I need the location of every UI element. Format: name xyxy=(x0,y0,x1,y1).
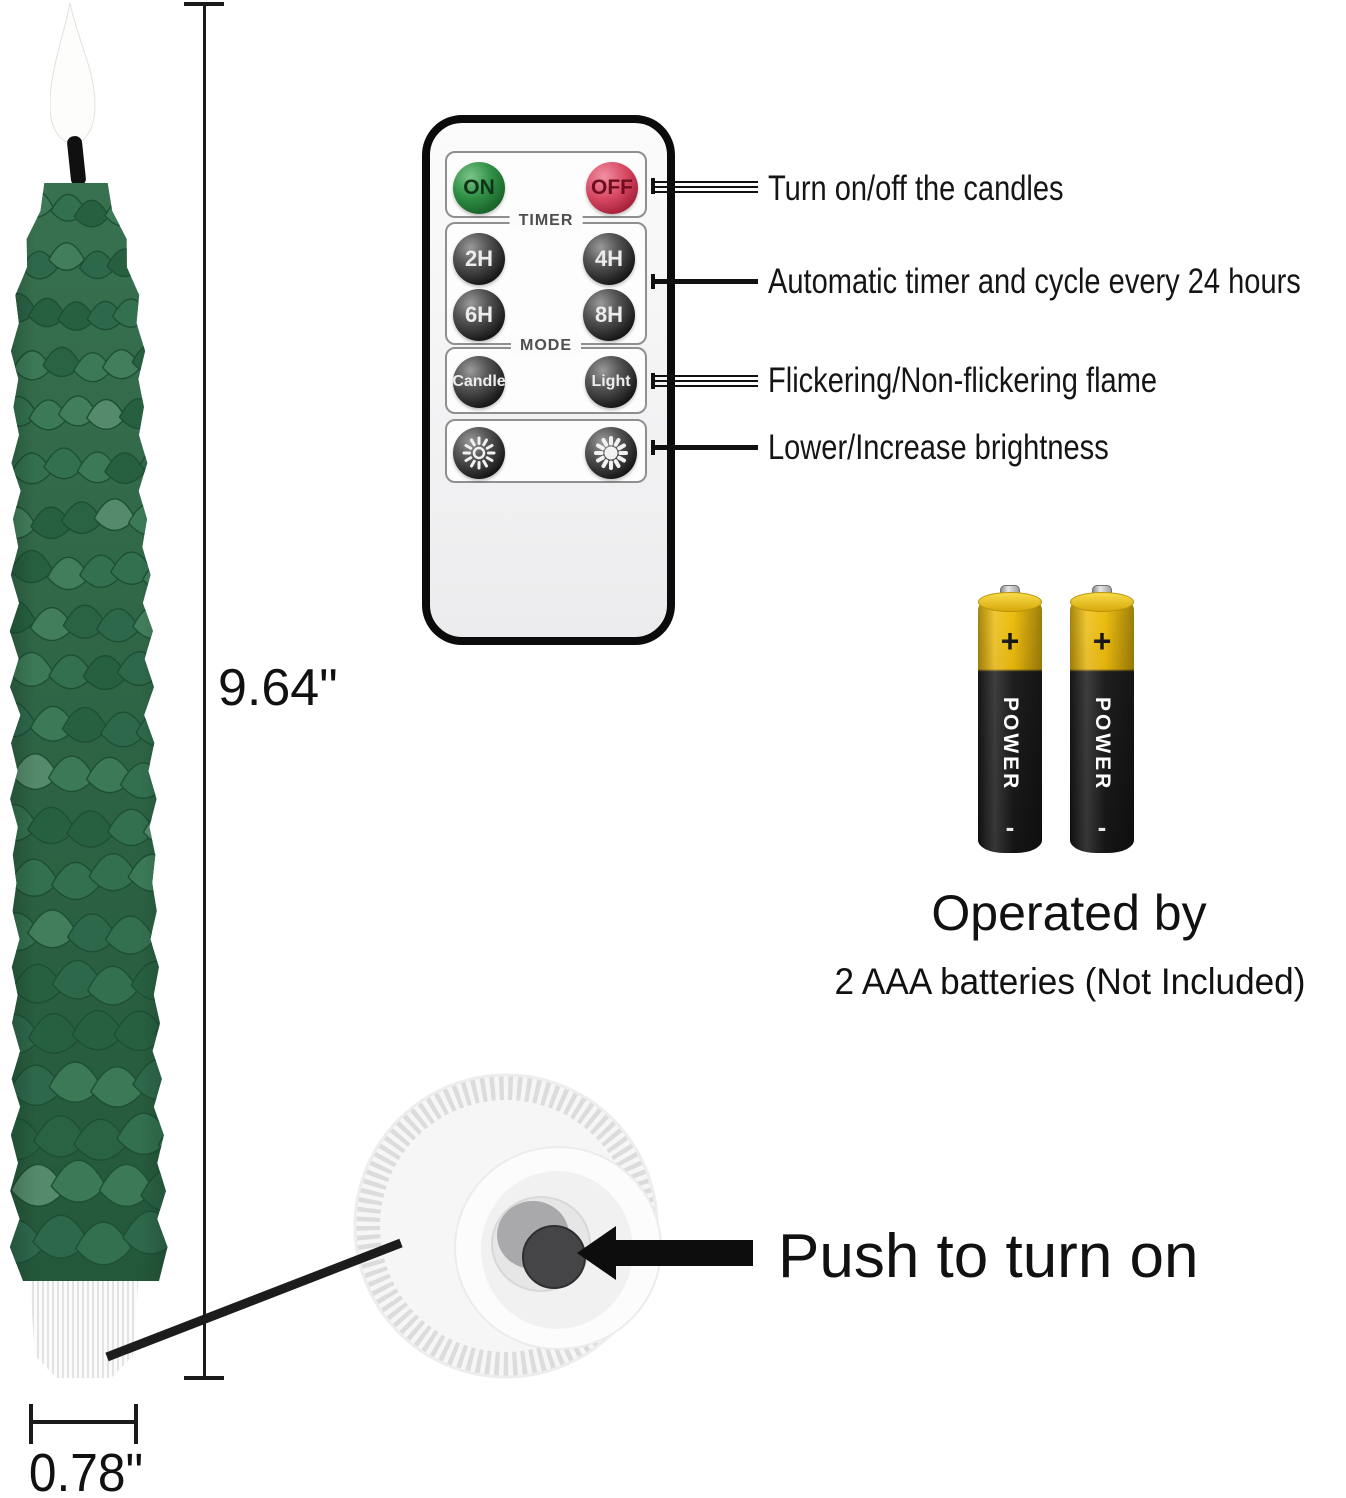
battery-top-face xyxy=(978,592,1042,612)
height-label: 9.64" xyxy=(218,659,338,717)
width-dimension-line xyxy=(29,1420,138,1424)
battery-body: + POWER - xyxy=(1070,601,1134,853)
height-dimension-line xyxy=(203,4,206,1378)
callout-text-power: Turn on/off the candles xyxy=(768,169,1064,208)
remote-2h-button: 2H xyxy=(453,233,505,285)
callout-line-2 xyxy=(654,279,758,284)
height-dimension-cap-bottom xyxy=(184,1376,224,1380)
callout-line-4 xyxy=(654,445,758,450)
callout-tick-4 xyxy=(651,440,655,455)
battery-top-face xyxy=(1070,592,1134,612)
battery-brand-label: POWER xyxy=(1091,697,1114,792)
battery-minus-sign: - xyxy=(1097,812,1107,842)
candle-base-bottom-view xyxy=(353,1073,662,1379)
callout-tick-2 xyxy=(651,274,655,289)
width-label: 0.78" xyxy=(28,1443,144,1498)
remote-brighten-button xyxy=(585,427,637,479)
remote-brightness-group xyxy=(445,419,647,483)
callout-line-3 xyxy=(654,375,758,387)
callout-text-brightness: Lower/Increase brightness xyxy=(768,428,1109,467)
battery-body: + POWER - xyxy=(978,601,1042,853)
height-dimension-cap-top xyxy=(184,2,224,6)
callout-line-1 xyxy=(654,181,758,193)
callout-text-timer: Automatic timer and cycle every 24 hours xyxy=(768,262,1301,301)
aaa-battery-2: + POWER - xyxy=(1070,585,1134,855)
battery-brand-label: POWER xyxy=(999,697,1022,792)
tree-candle-texture xyxy=(9,183,168,1281)
flame-tip xyxy=(50,3,96,144)
callout-text-mode: Flickering/Non-flickering flame xyxy=(768,361,1158,400)
remote-4h-button: 4H xyxy=(583,233,635,285)
push-button xyxy=(522,1225,586,1289)
remote-power-group: ON OFF xyxy=(445,151,647,218)
battery-plus-sign: + xyxy=(1092,623,1112,659)
width-dimension-tick-right xyxy=(134,1404,138,1444)
remote-candle-mode-button: Candle xyxy=(452,356,506,408)
remote-on-button: ON xyxy=(453,162,505,214)
callout-tick-1 xyxy=(651,178,655,194)
battery-minus-sign: - xyxy=(1005,812,1015,842)
dim-sun-icon xyxy=(462,436,496,470)
battery-requirement-text: 2 AAA batteries (Not Included) xyxy=(834,961,1306,1002)
remote-off-button: OFF xyxy=(586,162,638,214)
operated-by-heading: Operated by xyxy=(931,885,1207,941)
remote-8h-button: 8H xyxy=(583,289,635,341)
remote-timer-group: TIMER 2H 4H 6H 8H xyxy=(445,212,647,345)
battery-plus-sign: + xyxy=(1000,623,1020,659)
remote-mode-group: MODE Candle Light xyxy=(445,337,647,414)
mode-group-label: MODE xyxy=(511,337,581,355)
remote-6h-button: 6H xyxy=(453,289,505,341)
remote-light-mode-button: Light xyxy=(585,356,637,408)
push-to-turn-on-label: Push to turn on xyxy=(778,1222,1199,1291)
bright-sun-icon xyxy=(594,436,628,470)
candle-base-cup xyxy=(29,1276,139,1378)
remote-control: ON OFF TIMER 2H 4H 6H 8H MODE Candle Lig… xyxy=(422,115,675,645)
aaa-battery-1: + POWER - xyxy=(978,585,1042,855)
remote-dim-button xyxy=(453,427,505,479)
width-dimension-tick-left xyxy=(29,1404,33,1444)
callout-tick-3 xyxy=(651,373,655,389)
timer-group-label: TIMER xyxy=(509,212,583,230)
